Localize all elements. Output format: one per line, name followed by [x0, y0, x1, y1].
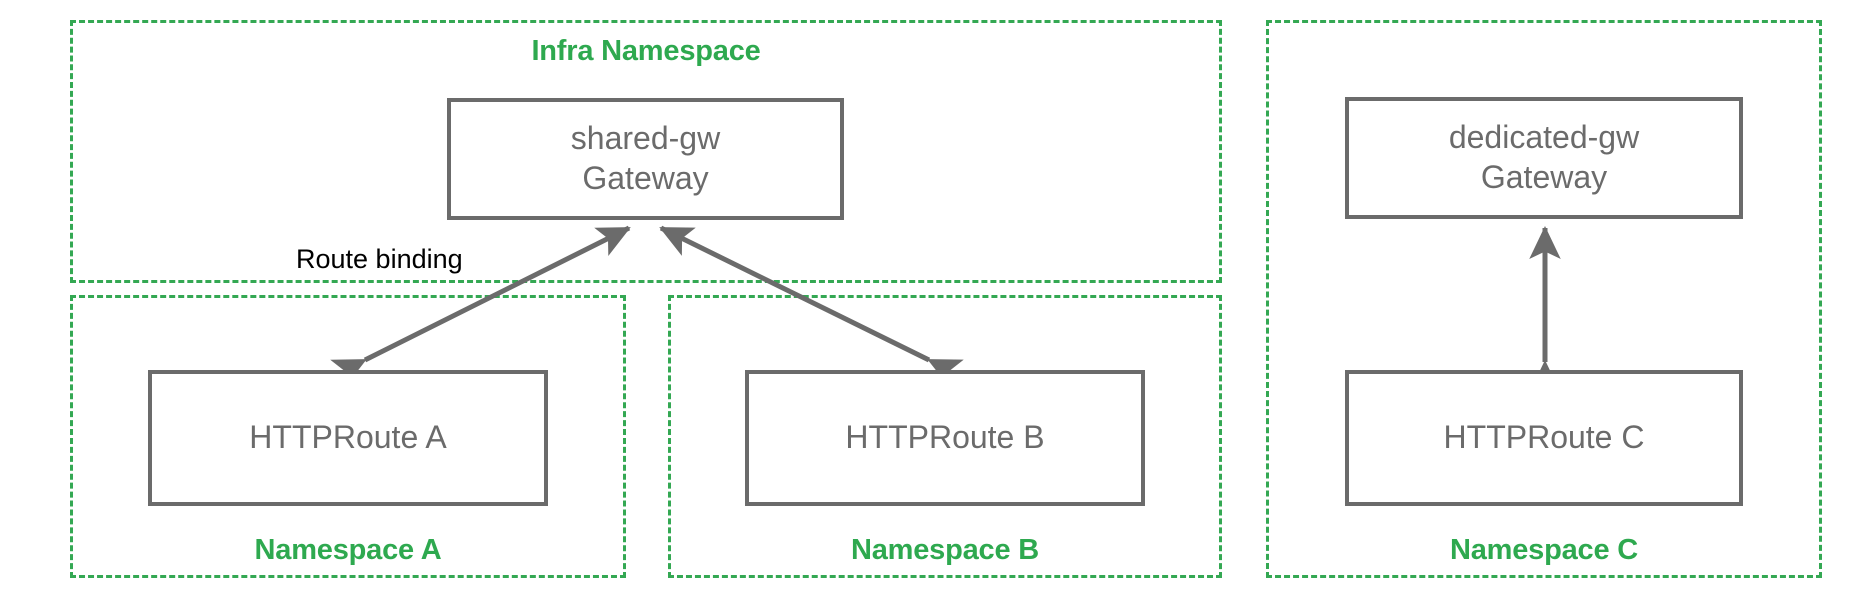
- box-httproute-a-line1: HTTPRoute A: [249, 419, 447, 456]
- namespace-label-c: Namespace C: [1449, 534, 1638, 566]
- box-httproute-b-line1: HTTPRoute B: [845, 419, 1045, 456]
- box-httproute-c-line1: HTTPRoute C: [1443, 419, 1645, 456]
- namespace-panel-infra: Infra Namespace: [70, 20, 1222, 283]
- edge-label-route-binding: Route binding: [296, 244, 463, 274]
- box-dedicated-gw-line2: Gateway: [1480, 159, 1608, 195]
- box-dedicated-gw[interactable]: dedicated-gw Gateway: [1345, 97, 1743, 219]
- namespace-panel-c: Namespace C: [1266, 20, 1822, 578]
- box-httproute-b[interactable]: HTTPRoute B: [745, 370, 1145, 506]
- box-httproute-c[interactable]: HTTPRoute C: [1345, 370, 1743, 506]
- namespace-label-a: Namespace A: [254, 534, 442, 566]
- box-shared-gw-line1: shared-gw: [570, 120, 721, 157]
- box-shared-gw[interactable]: shared-gw Gateway: [447, 98, 844, 220]
- namespace-label-b: Namespace B: [850, 534, 1039, 566]
- box-shared-gw-line2: Gateway: [582, 160, 709, 196]
- box-dedicated-gw-line1: dedicated-gw: [1448, 119, 1640, 156]
- namespace-label-infra: Infra Namespace: [531, 35, 761, 67]
- box-httproute-a[interactable]: HTTPRoute A: [148, 370, 548, 506]
